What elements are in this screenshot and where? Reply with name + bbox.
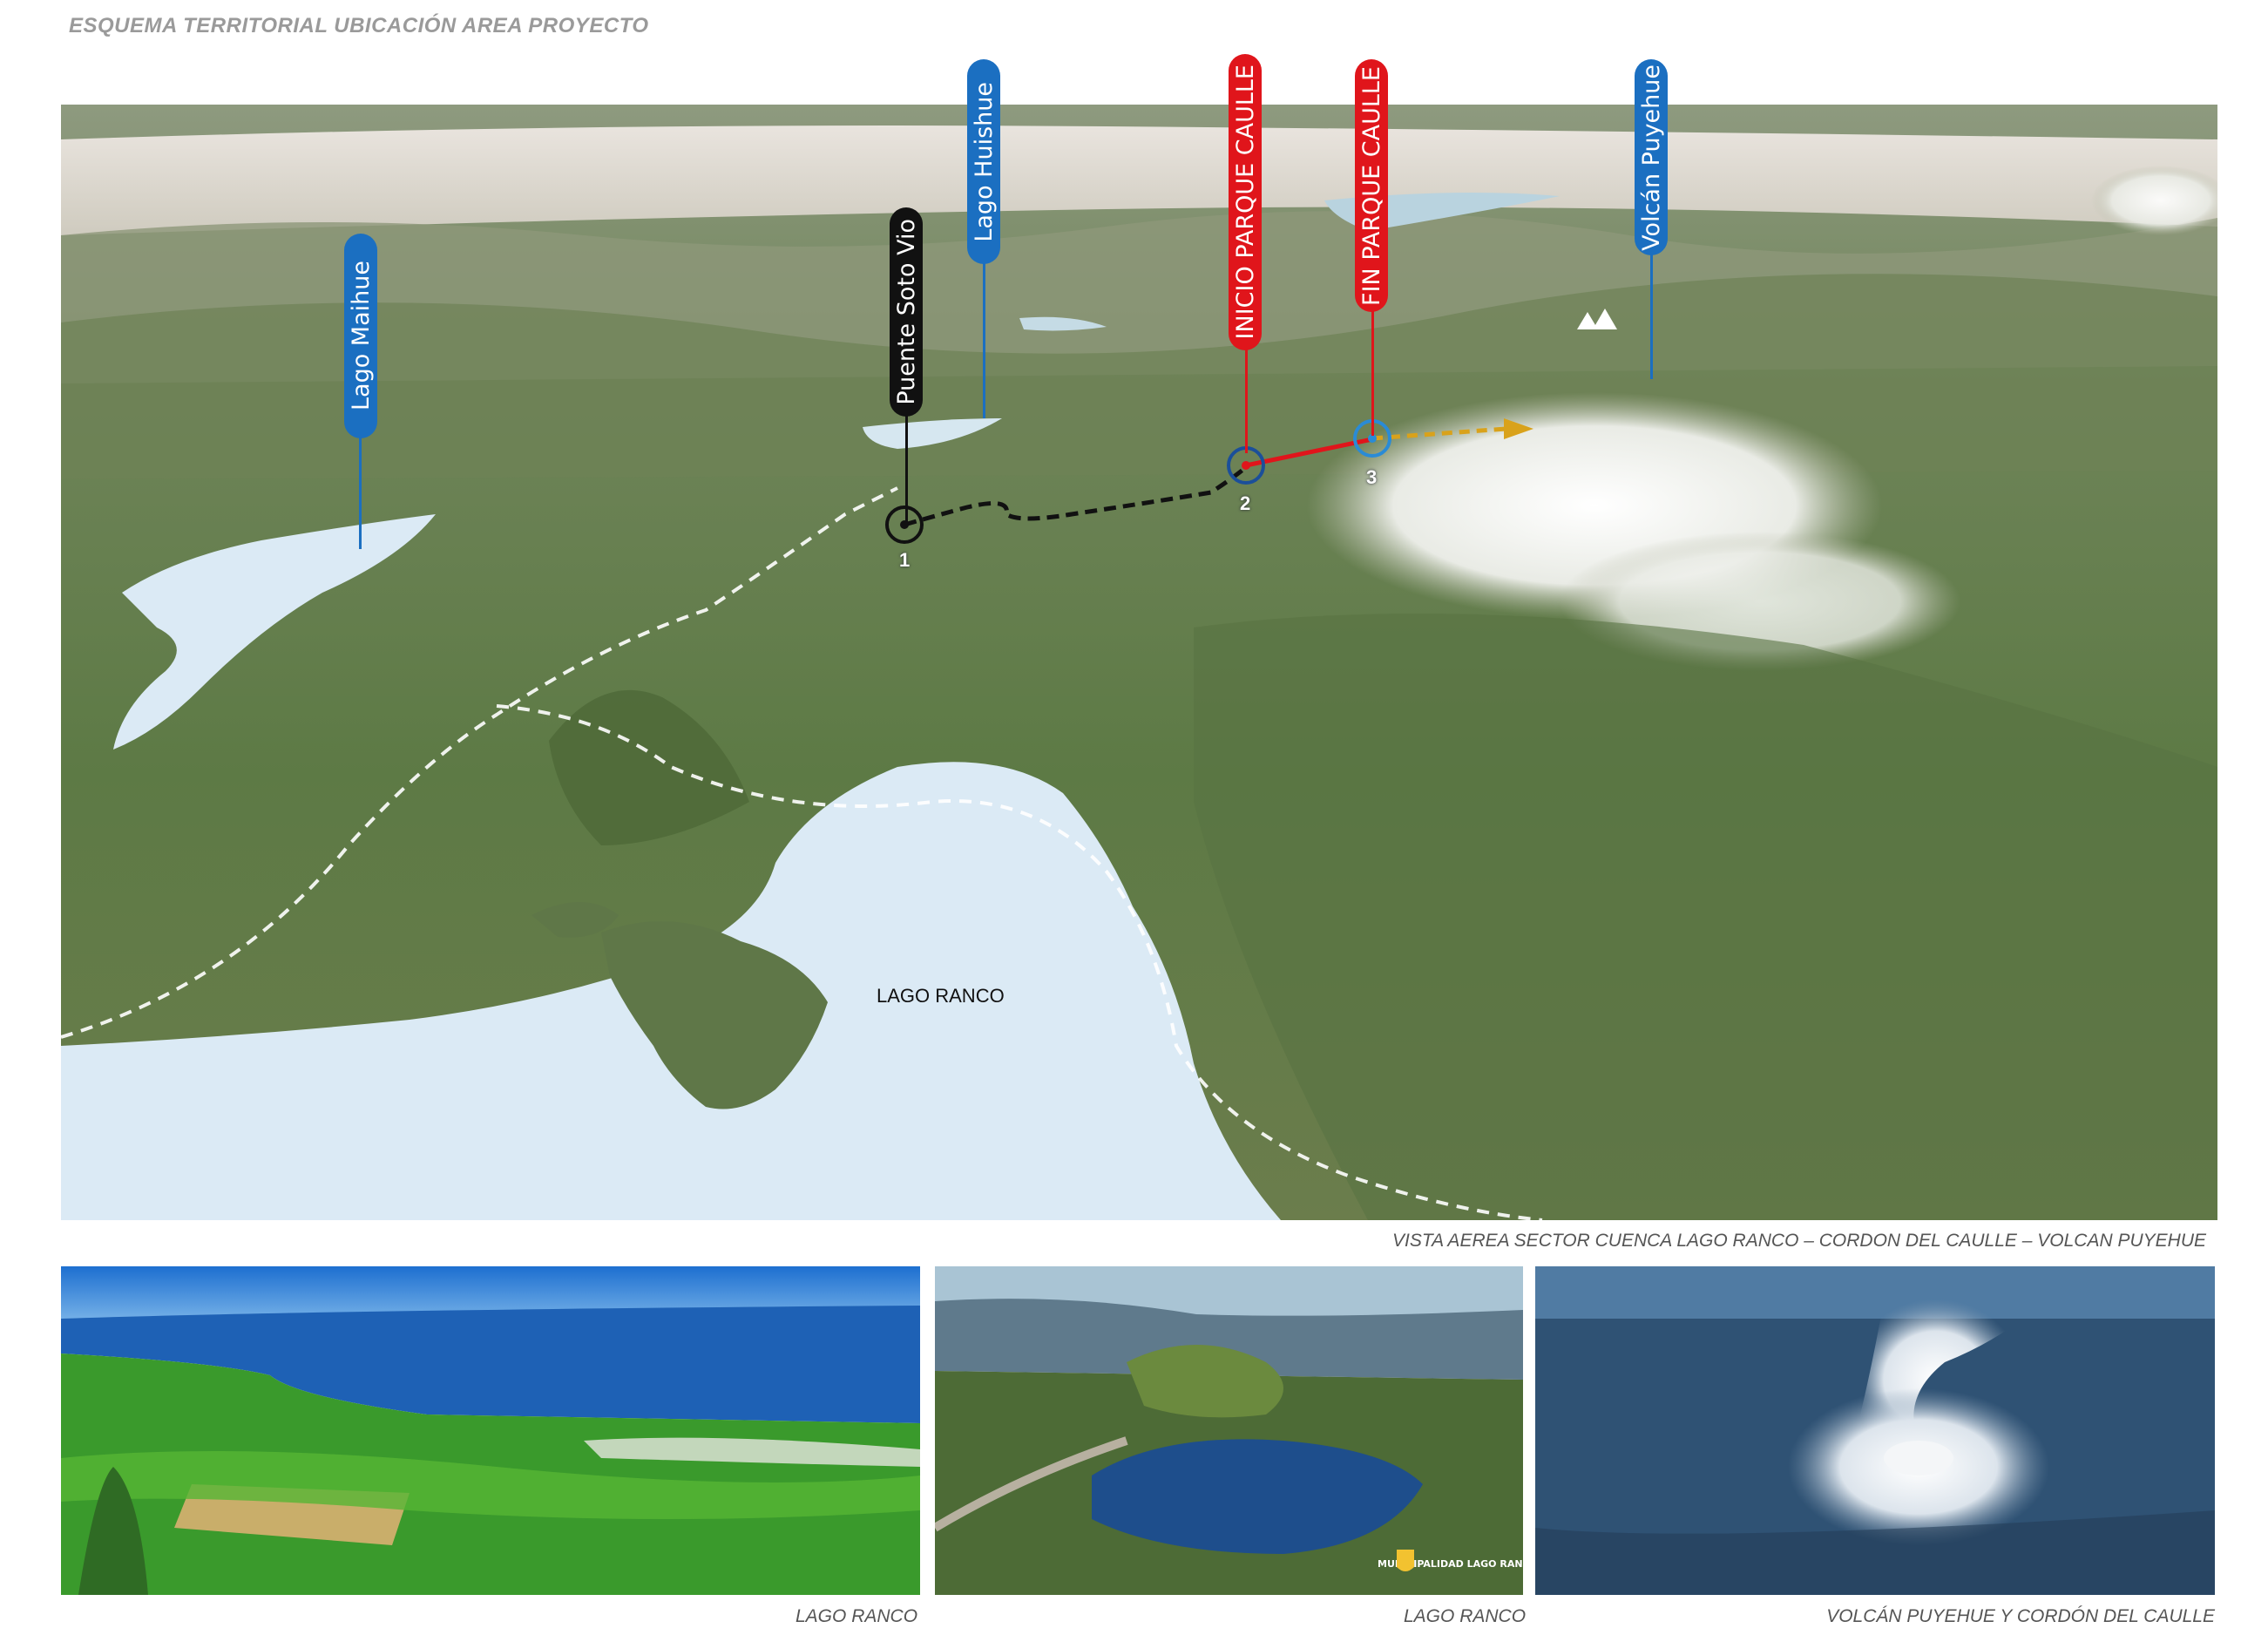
pin-volcan-puyehue[interactable]: Volcán Puyehue [1635, 59, 1668, 255]
aerial-map [61, 105, 2217, 1220]
pin-puente-soto-vio[interactable]: Puente Soto Vio [890, 207, 923, 417]
pin-stem-lago-maihue [359, 401, 362, 549]
stop-number-2: 2 [1240, 492, 1251, 514]
stop-number-1: 1 [899, 549, 911, 571]
pin-stem-puente-soto-vio [905, 410, 908, 523]
terrain-illustration [61, 105, 2217, 1220]
photo-lago-ranco-1 [61, 1266, 920, 1595]
pin-stem-inicio-parque [1245, 340, 1248, 453]
pin-stem-fin-parque [1371, 305, 1374, 436]
photo-lago-ranco-1-image [61, 1266, 920, 1595]
photo-caption-2: LAGO RANCO [1404, 1606, 1527, 1626]
map-caption: VISTA AEREA SECTOR CUENCA LAGO RANCO – C… [1392, 1231, 2206, 1251]
pin-stem-lago-huishue [983, 261, 985, 418]
pin-label: Lago Huishue [970, 81, 998, 242]
pin-lago-maihue[interactable]: Lago Maihue [344, 234, 377, 438]
photo-caption-3: VOLCÁN PUYEHUE Y CORDÓN DEL CAULLE [1826, 1606, 2215, 1626]
municipal-crest-icon [1397, 1550, 1414, 1571]
photo-volcan-puyehue-image [1535, 1266, 2215, 1595]
pin-label: FIN PARQUE CAULLE [1357, 65, 1385, 306]
photo-volcan-puyehue [1535, 1266, 2215, 1595]
pin-stem-volcan-puyehue [1650, 248, 1653, 379]
photo-lago-ranco-2: MUNICIPALIDAD LAGO RANCO [935, 1266, 1523, 1595]
pin-label: Puente Soto Vio [892, 219, 920, 405]
pin-lago-huishue[interactable]: Lago Huishue [967, 59, 1000, 264]
pin-label: Lago Maihue [347, 261, 375, 411]
pin-label: INICIO PARQUE CAULLE [1231, 64, 1259, 340]
pin-fin-parque-caulle[interactable]: FIN PARQUE CAULLE [1355, 59, 1388, 312]
lago-ranco-label: LAGO RANCO [877, 985, 1005, 1007]
photo-caption-1: LAGO RANCO [795, 1606, 918, 1626]
photo-lago-ranco-2-image: MUNICIPALIDAD LAGO RANCO [935, 1266, 1523, 1595]
page-title: ESQUEMA TERRITORIAL UBICACIÓN AREA PROYE… [69, 14, 649, 37]
stop-number-3: 3 [1366, 466, 1378, 488]
pin-label: Volcán Puyehue [1637, 64, 1665, 251]
pin-inicio-parque-caulle[interactable]: INICIO PARQUE CAULLE [1229, 54, 1262, 350]
